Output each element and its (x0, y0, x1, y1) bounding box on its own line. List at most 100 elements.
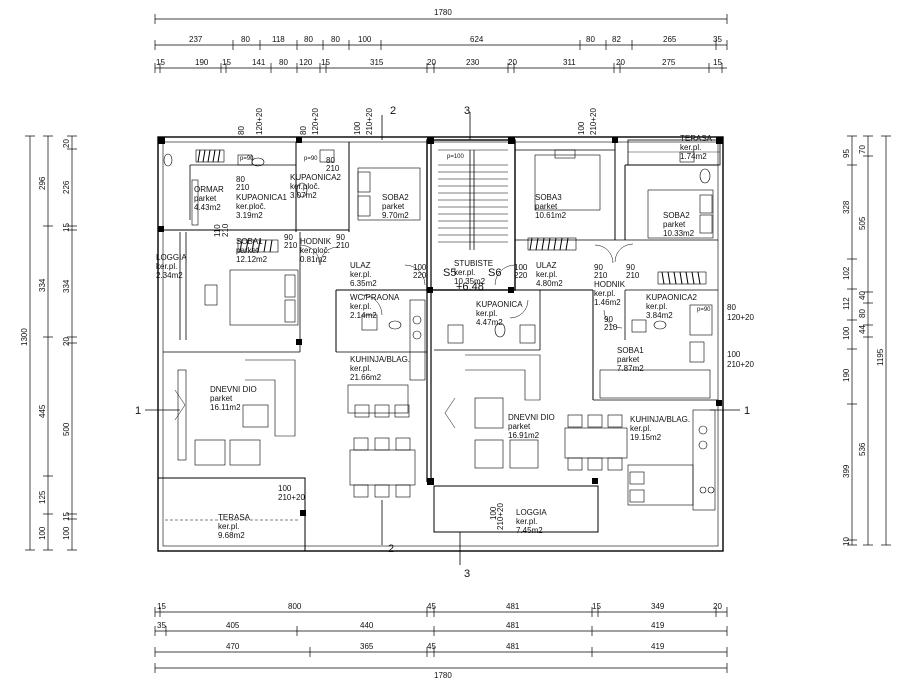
room-area: 2.34m2 (156, 271, 183, 280)
dim-label: 20 (508, 58, 517, 67)
dim-label: 481 (506, 621, 520, 630)
room-area: 16.91m2 (508, 431, 540, 440)
dim-label: 296 (38, 176, 47, 190)
room-name: KUPAONICA1 (236, 193, 288, 202)
closet-hatching (197, 149, 701, 285)
room-area: 3.19m2 (236, 211, 263, 220)
room-area: 4.80m2 (536, 279, 563, 288)
room-finish: parket (663, 220, 686, 229)
door-label: 100 (413, 263, 427, 272)
dim-label: 800 (288, 602, 302, 611)
dim-label: 20 (62, 139, 71, 148)
room-name: KUHINJA/BLAG. (350, 355, 410, 364)
door-label: 210 (626, 271, 640, 280)
room-finish: ker.pl. (454, 268, 475, 277)
dim-label: 20 (713, 602, 722, 611)
room-finish: ker.pl. (630, 424, 651, 433)
dim-label: 15 (713, 58, 722, 67)
opening-label: p=90 (240, 156, 254, 162)
room-name: ULAZ (350, 261, 371, 270)
room-name: ULAZ (536, 261, 557, 270)
top-row1-labels: 237 80 118 80 80 100 624 80 82 265 35 (189, 35, 722, 44)
opening-label: 100 (278, 484, 292, 493)
overall-width-top: 1780 (434, 8, 452, 17)
opening-label: 210+20 (496, 503, 505, 530)
room-name: LOGGIA (516, 508, 547, 517)
door-label: 80 (236, 175, 245, 184)
opening-label: 100 (727, 350, 741, 359)
right-outer-labels: 95 328 102 112 100 190 399 10 (842, 149, 851, 546)
room-area: 10.35m2 (454, 277, 486, 286)
dim-label: 190 (195, 58, 209, 67)
overall-width-bottom: 1780 (434, 671, 452, 680)
walls (157, 136, 724, 552)
room-name: SOBA1 (236, 237, 263, 246)
room-area: 3.07m2 (290, 191, 317, 200)
dim-label: 237 (189, 35, 203, 44)
dim-label: 100 (358, 35, 372, 44)
door-label: 210 (236, 183, 250, 192)
dim-label: 481 (506, 602, 520, 611)
dim-label: 365 (360, 642, 374, 651)
room-area: 0.81m2 (300, 255, 327, 264)
stairs (438, 149, 508, 250)
room-finish: ker.pl. (156, 262, 177, 271)
room-finish: parket (236, 246, 259, 255)
room-finish: parket (194, 194, 217, 203)
opening-label: 210+20 (278, 493, 305, 502)
door-label: 220 (413, 271, 427, 280)
door-label: 90 (626, 263, 635, 272)
room-area: 1.74m2 (680, 152, 707, 161)
bottom-dimensions (154, 607, 728, 673)
room-finish: ker.pl. (680, 143, 701, 152)
room-finish: ker.ploč. (300, 246, 330, 255)
room-name: TERASA (218, 513, 251, 522)
door-label: 110 (213, 224, 222, 237)
opening-label: 80 (727, 303, 736, 312)
dim-label: 35 (157, 621, 166, 630)
dim-label: 500 (62, 422, 71, 436)
room-name: SOBA1 (617, 346, 644, 355)
room-name: DNEVNI DIO (210, 385, 257, 394)
dim-label: 15 (592, 602, 601, 611)
dim-label: 44 (858, 325, 867, 334)
dim-label: 440 (360, 621, 374, 630)
dim-label: 80 (586, 35, 595, 44)
dim-label: 45 (427, 642, 436, 651)
dim-label: 100 (38, 526, 47, 540)
room-finish: ker.pl. (516, 517, 537, 526)
room-area: 7.87m2 (617, 364, 644, 373)
dim-label: 35 (713, 35, 722, 44)
opening-label: 100 (489, 506, 498, 520)
dim-label: 315 (370, 58, 384, 67)
section-mark-2-bottom: 2 (388, 543, 394, 555)
room-area: 21.66m2 (350, 373, 382, 382)
room-label: KUHINJA/BLAG.ker.pl.19.15m2 (630, 415, 690, 442)
door-label: 100 (514, 263, 528, 272)
door-labels: 80 210 90 210 80 210 90 210 90 210 100 2… (213, 156, 640, 332)
dim-label: 120 (299, 58, 313, 67)
room-name: LOGGIA (156, 253, 187, 262)
apartment-label-s6: S6 (488, 267, 501, 279)
section-marks: 1 1 2 2 3 3 (135, 105, 750, 580)
room-finish: ker.pl. (594, 289, 615, 298)
apartment-label-s5: S5 (443, 267, 456, 279)
section-mark-2-top: 2 (390, 105, 396, 117)
dim-label: 419 (651, 621, 665, 630)
room-name: ORMAR (194, 185, 224, 194)
dim-label: 15 (62, 223, 71, 232)
opening-label: 120+20 (311, 108, 320, 135)
room-area: 19.15m2 (630, 433, 662, 442)
